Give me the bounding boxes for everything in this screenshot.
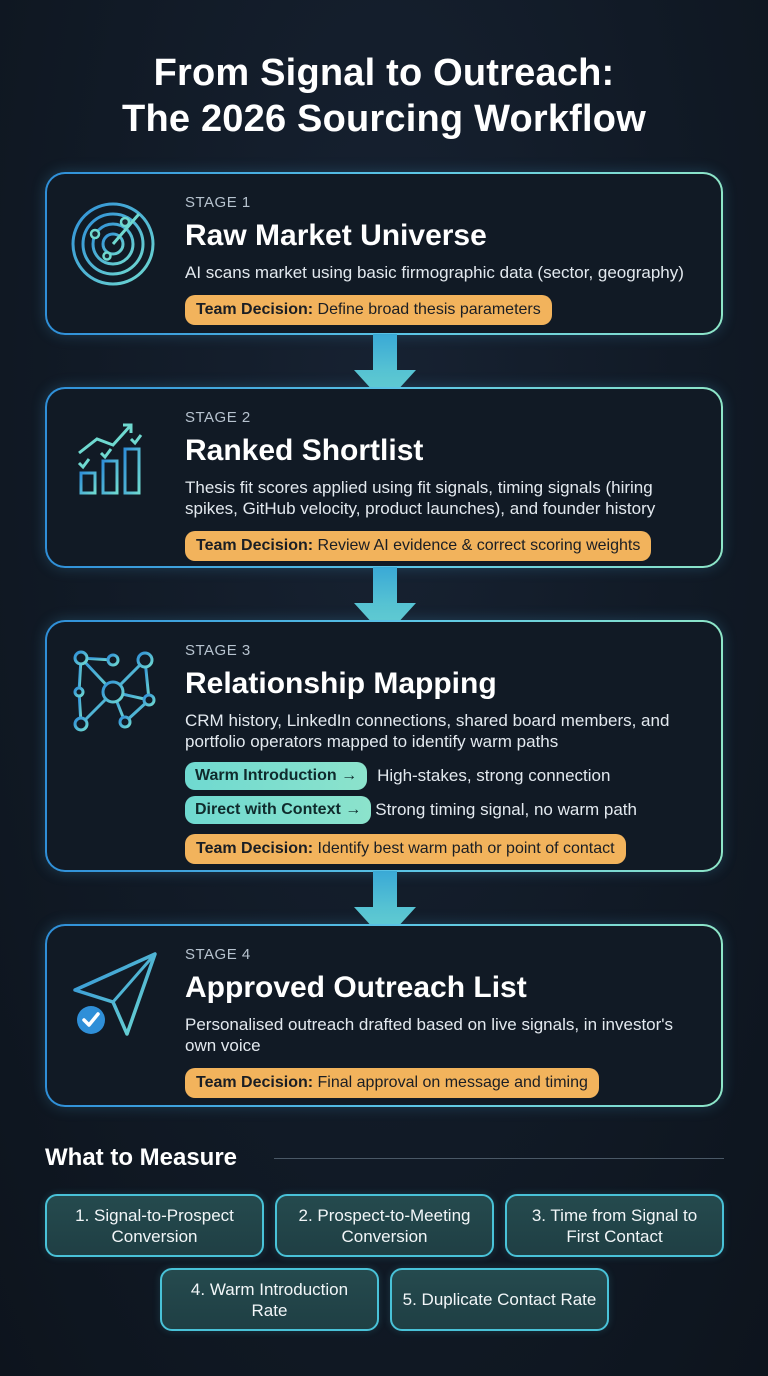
metric-card: 2. Prospect-to-Meeting Conversion xyxy=(275,1194,494,1257)
stage-description: Thesis fit scores applied using fit sign… xyxy=(185,478,656,518)
stage-1-card: STAGE 1 Raw Market Universe AI scans mar… xyxy=(45,172,723,335)
stage-3-card: STAGE 3 Relationship Mapping CRM history… xyxy=(45,620,723,872)
stage-4-card: STAGE 4 Approved Outreach List Personali… xyxy=(45,924,723,1107)
bar-chart-check-icon xyxy=(73,423,149,497)
metric-card: 4. Warm Introduction Rate xyxy=(160,1268,379,1331)
measure-heading: What to Measure xyxy=(45,1144,238,1171)
route-description: Strong timing signal, no warm path xyxy=(375,800,637,819)
paper-plane-check-icon xyxy=(73,952,157,1036)
team-decision-badge: Team Decision: Review AI evidence & corr… xyxy=(185,531,652,561)
stage-label: STAGE 4 xyxy=(185,946,251,963)
stage-title: Approved Outreach List xyxy=(185,971,527,1004)
route-tag-direct-with-context: Direct with Context → xyxy=(185,796,372,824)
stage-label: STAGE 2 xyxy=(185,409,251,426)
stage-description: AI scans market using basic firmographic… xyxy=(185,263,684,282)
team-decision-badge: Team Decision: Final approval on message… xyxy=(185,1068,599,1098)
flow-arrow-icon xyxy=(354,567,416,637)
title-line-1: From Signal to Outreach: xyxy=(153,52,615,94)
route-description: High-stakes, strong connection xyxy=(377,766,611,785)
stage-2-card: STAGE 2 Ranked Shortlist Thesis fit scor… xyxy=(45,387,723,568)
stage-label: STAGE 1 xyxy=(185,194,251,211)
stage-description: Personalised outreach drafted based on l… xyxy=(185,1015,674,1055)
flow-arrow-icon xyxy=(354,334,416,404)
title-line-2: The 2026 Sourcing Workflow xyxy=(122,98,646,140)
stage-title: Raw Market Universe xyxy=(185,219,487,252)
radar-icon xyxy=(71,202,155,286)
flow-arrow-icon xyxy=(354,871,416,941)
divider xyxy=(274,1158,724,1159)
route-tag-warm-introduction: Warm Introduction → xyxy=(185,762,368,790)
stage-title: Ranked Shortlist xyxy=(185,434,424,467)
stage-description: CRM history, LinkedIn connections, share… xyxy=(185,711,670,751)
metric-card: 1. Signal-to-Prospect Conversion xyxy=(45,1194,264,1257)
network-icon xyxy=(73,650,156,732)
team-decision-badge: Team Decision: Identify best warm path o… xyxy=(185,834,626,864)
stage-title: Relationship Mapping xyxy=(185,667,497,700)
metric-card: 3. Time from Signal to First Contact xyxy=(505,1194,724,1257)
stage-label: STAGE 3 xyxy=(185,642,251,659)
metric-card: 5. Duplicate Contact Rate xyxy=(390,1268,609,1331)
team-decision-badge: Team Decision: Define broad thesis param… xyxy=(185,295,552,325)
page-title: From Signal to Outreach: The 2026 Sourci… xyxy=(0,50,768,142)
route-row: Warm Introduction → High-stakes, strong … xyxy=(185,762,701,790)
route-row: Direct with Context → Strong timing sign… xyxy=(185,796,701,824)
